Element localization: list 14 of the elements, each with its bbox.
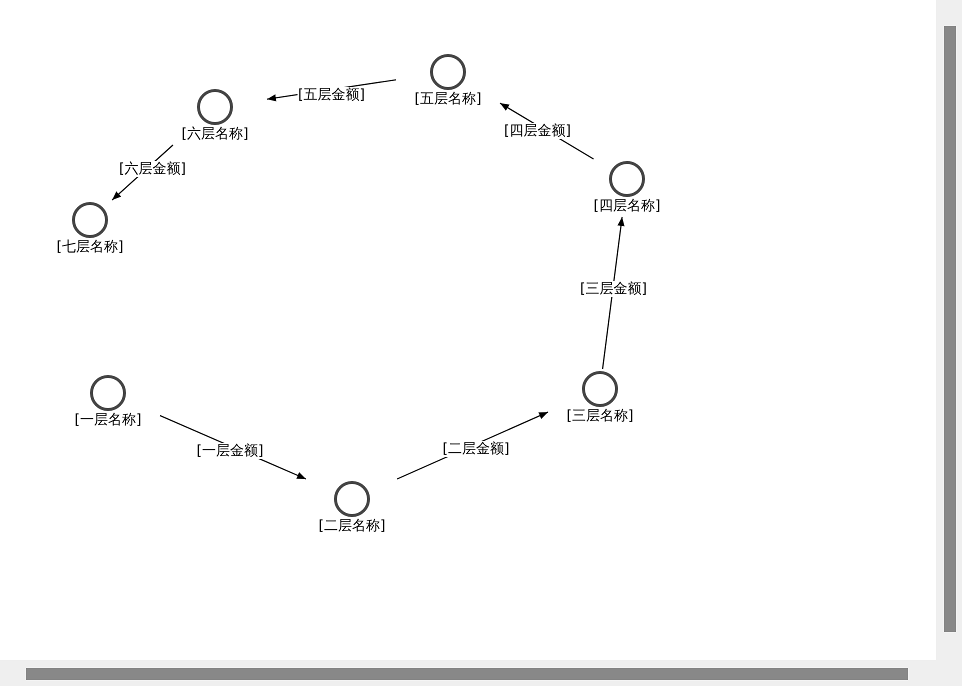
node-label: [一层名称] <box>74 411 142 429</box>
edge-label: [五层金额] <box>297 86 366 102</box>
node-label: [五层名称] <box>414 90 482 108</box>
edge-label: [二层金额] <box>442 441 510 457</box>
node-label: [六层名称] <box>182 125 248 143</box>
node-label: [二层名称] <box>318 517 386 535</box>
node-label: [三层名称] <box>566 407 634 425</box>
edge-label: [三层金额] <box>579 281 648 297</box>
node-label: [四层名称] <box>594 197 660 215</box>
edge-label: [四层金额] <box>503 122 572 138</box>
edge-label: [一层金额] <box>196 443 264 459</box>
edge-label: [六层金额] <box>118 160 187 176</box>
arrow <box>602 216 625 370</box>
node-label: [七层名称] <box>56 238 124 256</box>
